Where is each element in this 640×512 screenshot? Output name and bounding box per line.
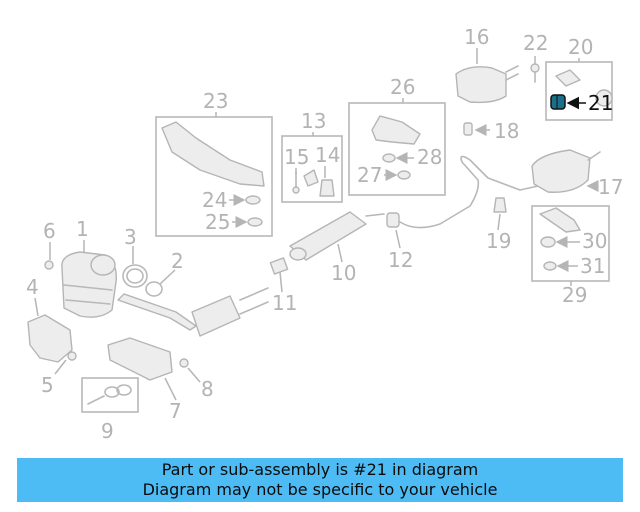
part-19-hanger [493,197,507,213]
callout-2: 2 [171,249,184,273]
part-3-ring-clamp [122,264,148,288]
callout-14: 14 [315,143,340,167]
group-box-23 [155,116,273,237]
part-20-bracket [555,69,613,107]
part-2-clamp [145,281,163,297]
callout-21: 21 [588,91,613,115]
callout-9: 9 [101,419,114,443]
callout-7: 7 [169,399,182,423]
callout-10: 10 [331,261,356,285]
callout-28: 28 [417,145,442,169]
banner-line-1: Part or sub-assembly is #21 in diagram [161,460,479,479]
callout-8: 8 [201,377,214,401]
leader-lines [34,48,599,401]
part-5-bolt [67,351,77,361]
part-30-washer [540,236,556,248]
callout-30: 30 [582,229,607,253]
part-25-washer [247,217,263,227]
callout-3: 3 [124,225,137,249]
callout-5: 5 [41,373,54,397]
callout-4: 4 [26,275,39,299]
callout-16: 16 [464,25,489,49]
part-31-washer [543,261,557,271]
part-10-center-muffler [289,211,385,261]
callout-24: 24 [202,188,227,212]
part-18-hanger [463,122,473,136]
part-27-washer [397,170,411,180]
group-box-9 [81,377,139,413]
part-7-gasket [107,337,173,381]
part-4-heat-shield [27,314,73,363]
callout-15: 15 [284,145,309,169]
part-22-bolt [530,63,540,83]
part-23-heat-shield [161,121,265,187]
callout-13: 13 [301,109,326,133]
callout-29: 29 [562,283,587,307]
callout-19: 19 [486,229,511,253]
callout-27: 27 [357,163,382,187]
callout-12: 12 [388,248,413,272]
front-pipe [117,287,269,337]
part-15-bolt [292,171,300,194]
intermediate-pipe [399,155,539,229]
part-6-nut [44,260,54,270]
part-16-muffler [455,65,519,104]
part-28-washer [382,153,396,163]
callout-26: 26 [390,75,415,99]
callout-6: 6 [43,219,56,243]
part-11-clamp [269,257,289,275]
part-21-insulator [550,94,566,110]
callout-20: 20 [568,35,593,59]
callout-31: 31 [580,254,605,278]
callout-17: 17 [598,175,623,199]
part-12-clamp [386,212,400,228]
callout-1: 1 [76,217,89,241]
part-13-bracket [303,169,319,187]
exhaust-parts-diagram: 1 2 3 4 5 6 7 8 9 10 11 12 13 14 15 16 1… [26,25,623,443]
callout-22: 22 [523,31,548,55]
part-9-hardware [87,384,132,405]
part-26-heat-shield [371,115,421,145]
group-box-26 [348,102,446,196]
callout-18: 18 [494,119,519,143]
part-24-washer [245,195,261,205]
callout-23: 23 [203,89,228,113]
banner-line-2: Diagram may not be specific to your vehi… [142,480,498,499]
part-29-bracket [539,207,581,233]
group-box-13 [281,135,343,203]
callout-11: 11 [272,291,297,315]
part-8-bolt [179,358,189,368]
part-1-converter [61,251,117,318]
callout-25: 25 [205,210,230,234]
info-banner: Part or sub-assembly is #21 in diagram D… [17,458,623,502]
part-14-clip [319,179,335,197]
